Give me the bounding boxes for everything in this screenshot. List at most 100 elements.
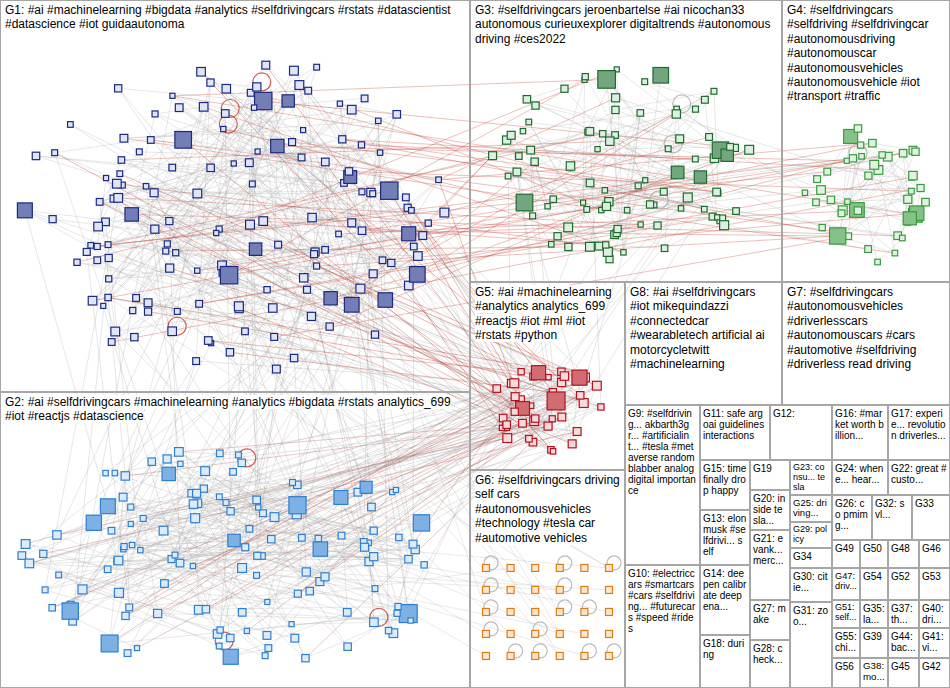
vertex-icon [322, 247, 329, 254]
vertex-icon [556, 564, 563, 571]
vertex-icon [88, 296, 97, 305]
group-label-block: G42 [920, 659, 949, 674]
group-panel: G27: make [750, 600, 790, 640]
group-label-block: G13: elonmusk #selfdrivi... self [701, 511, 749, 559]
self-loop [370, 608, 388, 626]
vertex-edge [298, 386, 597, 594]
group-label-block: G8: #ai #selfdrivingcars #iot mikequinda… [626, 283, 781, 373]
vertex-icon [315, 535, 321, 541]
vertex-icon [638, 222, 643, 227]
vertex-edge [172, 79, 606, 95]
vertex-edge [73, 471, 205, 621]
group-label: G21: evank... merc... [753, 533, 784, 566]
vertex-edge [53, 219, 383, 260]
group-panel: G22: great #custo... [888, 460, 950, 495]
vertex-icon [217, 450, 224, 457]
vertex-icon [175, 104, 183, 112]
vertex-icon [572, 370, 587, 385]
vertex-icon [581, 586, 588, 593]
vertex-icon [507, 608, 514, 615]
vertex-edge [204, 107, 624, 253]
vertex-icon [226, 349, 233, 356]
vertex-icon [706, 134, 713, 141]
vertex-icon [371, 331, 378, 338]
vertex-icon [101, 303, 106, 308]
group-label: G6: #selfdrivingcars driving self cars #… [475, 473, 620, 545]
vertex-edge [645, 153, 903, 180]
vertex-icon [379, 257, 386, 264]
vertex-icon [223, 500, 229, 506]
vertex-icon [111, 327, 120, 336]
group-panel: G29: policy [790, 522, 832, 548]
vertex-icon [419, 232, 427, 240]
vertex-edge [146, 186, 179, 452]
vertex-icon [166, 218, 173, 225]
vertex-edge [724, 225, 868, 249]
vertex-edge [645, 82, 705, 100]
vertex-icon [314, 263, 320, 269]
vertex-edge [199, 408, 523, 609]
group-label: G52 [891, 571, 910, 582]
group-label: G2: #ai #selfdrivingcars #machinelearnin… [5, 395, 451, 423]
group-label-block: G38: mo... [861, 659, 887, 684]
vertex-icon [191, 514, 200, 523]
group-panel: G38: mo... [860, 658, 888, 688]
vertex-icon [545, 204, 550, 209]
vertex-edge [108, 298, 535, 568]
vertex-icon [105, 242, 111, 248]
vertex-edge [508, 176, 898, 236]
vertex-icon [344, 643, 351, 650]
vertex-icon [554, 233, 561, 240]
vertex-edge [100, 202, 267, 290]
group-label: G29: policy [793, 524, 827, 544]
group-label: G3: #selfdrivingcars jeroenbartelse #ai … [475, 3, 771, 46]
group-label-block: G48 [889, 541, 918, 556]
group-label: G42 [922, 661, 941, 672]
group-label-block: G7: #selfdrivingcars #autonomousvehicles… [783, 283, 949, 373]
vertex-edge [517, 110, 616, 172]
vertex-icon [334, 491, 348, 505]
group-label-block: G29: policy [791, 523, 831, 547]
vertex-icon [118, 157, 124, 163]
vertex-icon [414, 252, 423, 261]
vertex-edge [858, 199, 908, 210]
vertex-icon [606, 586, 613, 593]
group-label: G41: vi... [922, 631, 944, 653]
vertex-icon [513, 168, 521, 176]
vertex-icon [300, 274, 308, 282]
vertex-icon [253, 83, 261, 91]
vertex-icon [255, 149, 260, 154]
vertex-icon [369, 270, 377, 278]
vertex-icon [875, 259, 881, 265]
vertex-edge [59, 575, 220, 646]
vertex-icon [152, 111, 158, 117]
group-label: G11: safe argoai guidelines interactions [703, 408, 764, 441]
vertex-icon [824, 168, 831, 175]
vertex-edge [861, 145, 913, 175]
group-label-block: G24: whene... hear... [833, 461, 887, 487]
vertex-icon [49, 216, 56, 223]
vertex-icon [56, 572, 62, 578]
vertex-edge [827, 170, 878, 172]
vertex-icon [140, 515, 146, 521]
vertex-icon [143, 184, 148, 189]
vertex-icon [892, 250, 898, 256]
vertex-icon [270, 513, 279, 522]
vertex-icon [295, 81, 304, 90]
vertex-icon [244, 628, 249, 633]
vertex-icon [643, 178, 648, 183]
vertex-icon [692, 106, 698, 112]
vertex-icon [425, 220, 431, 226]
vertex-edge [158, 439, 529, 614]
vertex-icon [370, 191, 376, 197]
group-label: G40: dri... [922, 603, 944, 625]
vertex-icon [532, 564, 539, 571]
vertex-edge [124, 138, 895, 253]
vertex-icon [396, 534, 402, 540]
vertex-icon [163, 455, 171, 463]
vertex-edge [172, 96, 408, 234]
group-panel: G21: evank... merc... [750, 530, 790, 600]
group-label: G28: check... [753, 643, 782, 665]
group-label-block: G49 [833, 541, 859, 556]
vertex-icon [556, 652, 563, 659]
